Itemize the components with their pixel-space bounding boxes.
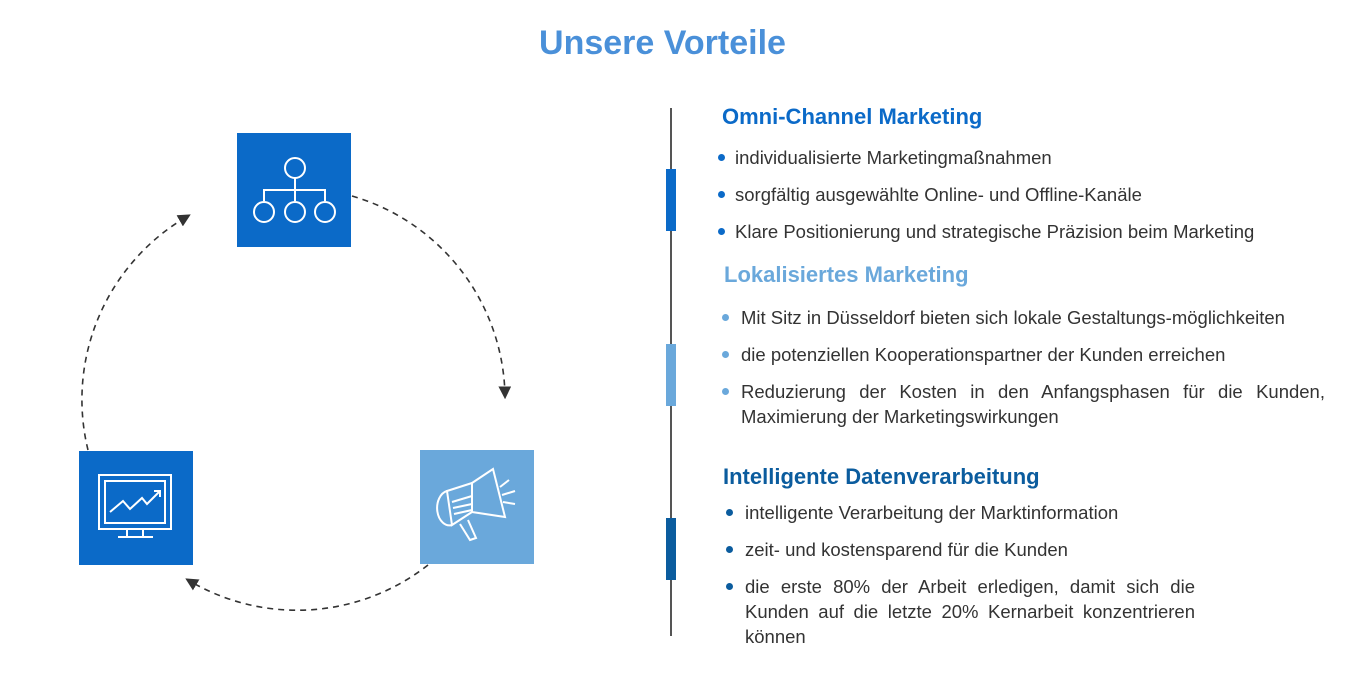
list-item: individualisierte Marketingmaßnahmen	[718, 145, 1335, 170]
list-item: Mit Sitz in Düsseldorf bieten sich lokal…	[722, 305, 1325, 330]
cycle-arrows	[81, 195, 512, 612]
section-heading-omni-channel: Omni-Channel Marketing	[722, 104, 983, 129]
lokalisiert-list: Mit Sitz in Düsseldorf bieten sich lokal…	[722, 305, 1325, 441]
org-chart-icon	[253, 157, 336, 223]
arrow-bottom	[185, 564, 429, 612]
timeline-marker-3	[666, 518, 676, 580]
list-item: intelligente Verarbeitung der Marktinfor…	[726, 500, 1195, 525]
timeline-marker-2	[666, 344, 676, 406]
timeline-marker-1	[666, 169, 676, 231]
list-item: Klare Positionierung und strategische Pr…	[718, 219, 1335, 244]
arrow-left	[81, 214, 191, 451]
list-item: die erste 80% der Arbeit erledigen, dami…	[726, 574, 1195, 649]
arrow-top-right	[351, 195, 512, 400]
org-chart-box	[237, 133, 351, 247]
list-item: die potenziellen Kooperationspartner der…	[722, 342, 1325, 367]
section-heading-datenverarbeitung: Intelligente Datenverarbeitung	[723, 464, 1040, 489]
monitor-box	[79, 451, 193, 565]
megaphone-box	[420, 450, 534, 564]
datenverarbeitung-list: intelligente Verarbeitung der Marktinfor…	[726, 500, 1195, 661]
list-item: sorgfältig ausgewählte Online- und Offli…	[718, 182, 1335, 207]
omni-channel-list: individualisierte Marketingmaßnahmen sor…	[718, 145, 1335, 256]
list-item: Reduzierung der Kosten in den Anfangspha…	[722, 379, 1325, 429]
monitor-chart-icon	[98, 474, 172, 538]
megaphone-icon	[436, 467, 516, 542]
list-item: zeit- und kostensparend für die Kunden	[726, 537, 1195, 562]
page-title: Unsere Vorteile	[539, 24, 786, 62]
section-heading-lokalisiert: Lokalisiertes Marketing	[724, 262, 969, 287]
